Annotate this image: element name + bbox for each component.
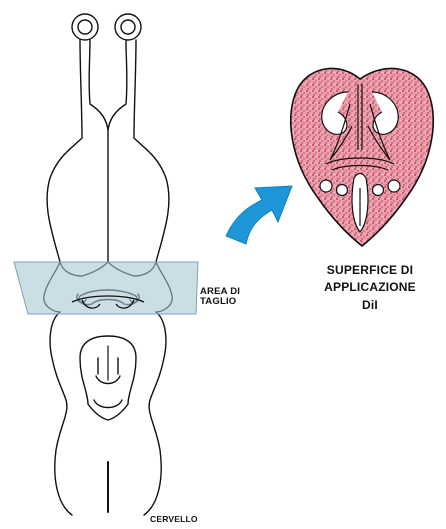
cut-area-label: AREA DI TAGLIO [200, 287, 240, 308]
brain-cross-section [291, 68, 434, 246]
cut-area-label-line-2: TAGLIO [200, 296, 236, 307]
application-surface-label: SUPERFICE DI APPLICAZIONE DiI [300, 262, 440, 314]
olfactory-bulb-left [72, 14, 98, 40]
midbrain [50, 312, 72, 515]
hemisphere-left [47, 40, 108, 276]
cut-area-label-line-1: AREA DI [200, 286, 240, 297]
application-surface-line-3: DiI [362, 298, 378, 312]
brain-label: CERVELLO [150, 515, 198, 524]
application-surface-line-2: APPLICAZIONE [324, 280, 416, 294]
application-surface-line-1: SUPERFICE DI [327, 263, 413, 277]
curved-arrow-icon [226, 186, 292, 244]
cut-area-band [14, 262, 198, 314]
olfactory-bulb-right [115, 14, 141, 40]
hemisphere-right [108, 40, 169, 276]
